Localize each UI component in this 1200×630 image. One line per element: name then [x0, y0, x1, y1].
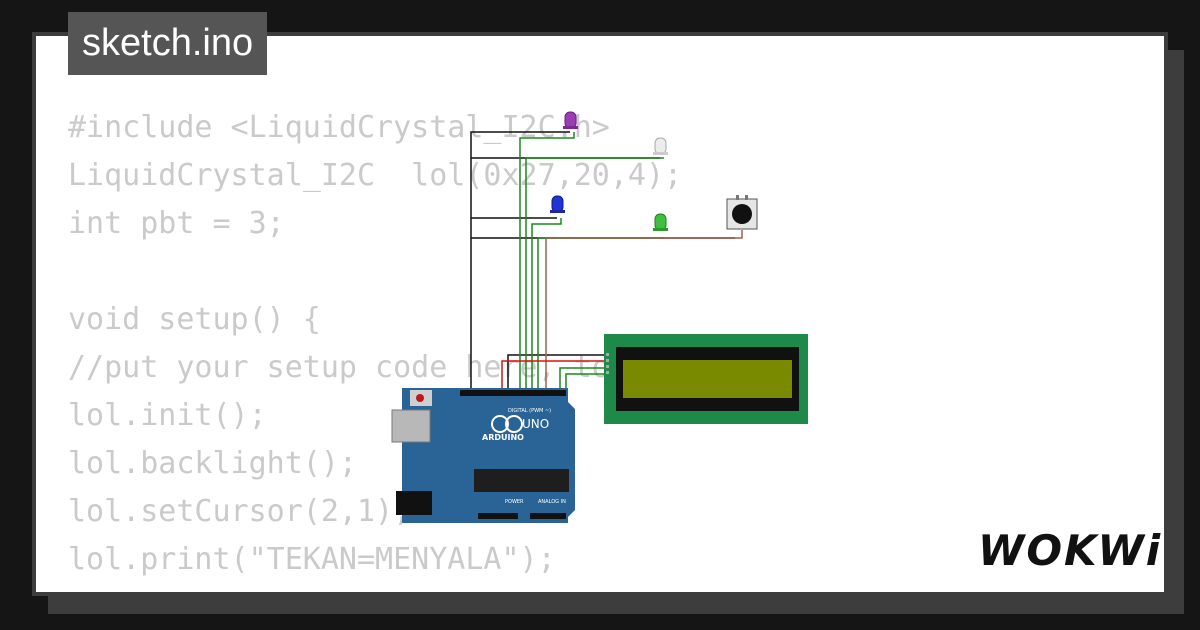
code-line: LiquidCrystal_I2C lol(0x27,20,4);	[68, 158, 683, 193]
button-signal-wire	[545, 230, 743, 395]
uno-brand-label: ARDUINO	[482, 433, 524, 442]
wokwi-logo: WOKWi	[978, 526, 1163, 575]
lcd-display[interactable]	[604, 334, 808, 424]
led-green[interactable]	[653, 213, 668, 231]
code-line: lol.setCursor(2,1);	[68, 494, 412, 529]
led-blue[interactable]	[550, 195, 565, 213]
preview-card: #include <LiquidCrystal_I2C.h> LiquidCrys…	[32, 32, 1168, 596]
push-button[interactable]	[726, 195, 758, 230]
code-line: lol.backlight();	[68, 446, 357, 481]
uno-power-label: POWER	[505, 499, 524, 505]
sketch-title: sketch.ino	[68, 12, 268, 75]
led-purple[interactable]	[563, 111, 578, 129]
code-line: lol.print("TEKAN=MENYALA");	[68, 542, 556, 577]
led-white[interactable]	[653, 137, 668, 155]
code-line: int pbt = 3;	[68, 206, 285, 241]
code-line: #include <LiquidCrystal_I2C.h>	[68, 110, 610, 145]
code-line: void setup() {	[68, 302, 321, 337]
code-line: lol.init();	[68, 398, 267, 433]
uno-analog-label: ANALOG IN	[538, 499, 566, 505]
uno-model-label: UNO	[522, 417, 549, 431]
uno-digital-label: DIGITAL (PWM ~)	[508, 408, 551, 414]
code-line: pinMode(3, INPUT_PULLUP);	[68, 584, 790, 592]
arduino-uno[interactable]: UNO ARDUINO DIGITAL (PWM ~) POWER ANALOG…	[391, 388, 575, 523]
